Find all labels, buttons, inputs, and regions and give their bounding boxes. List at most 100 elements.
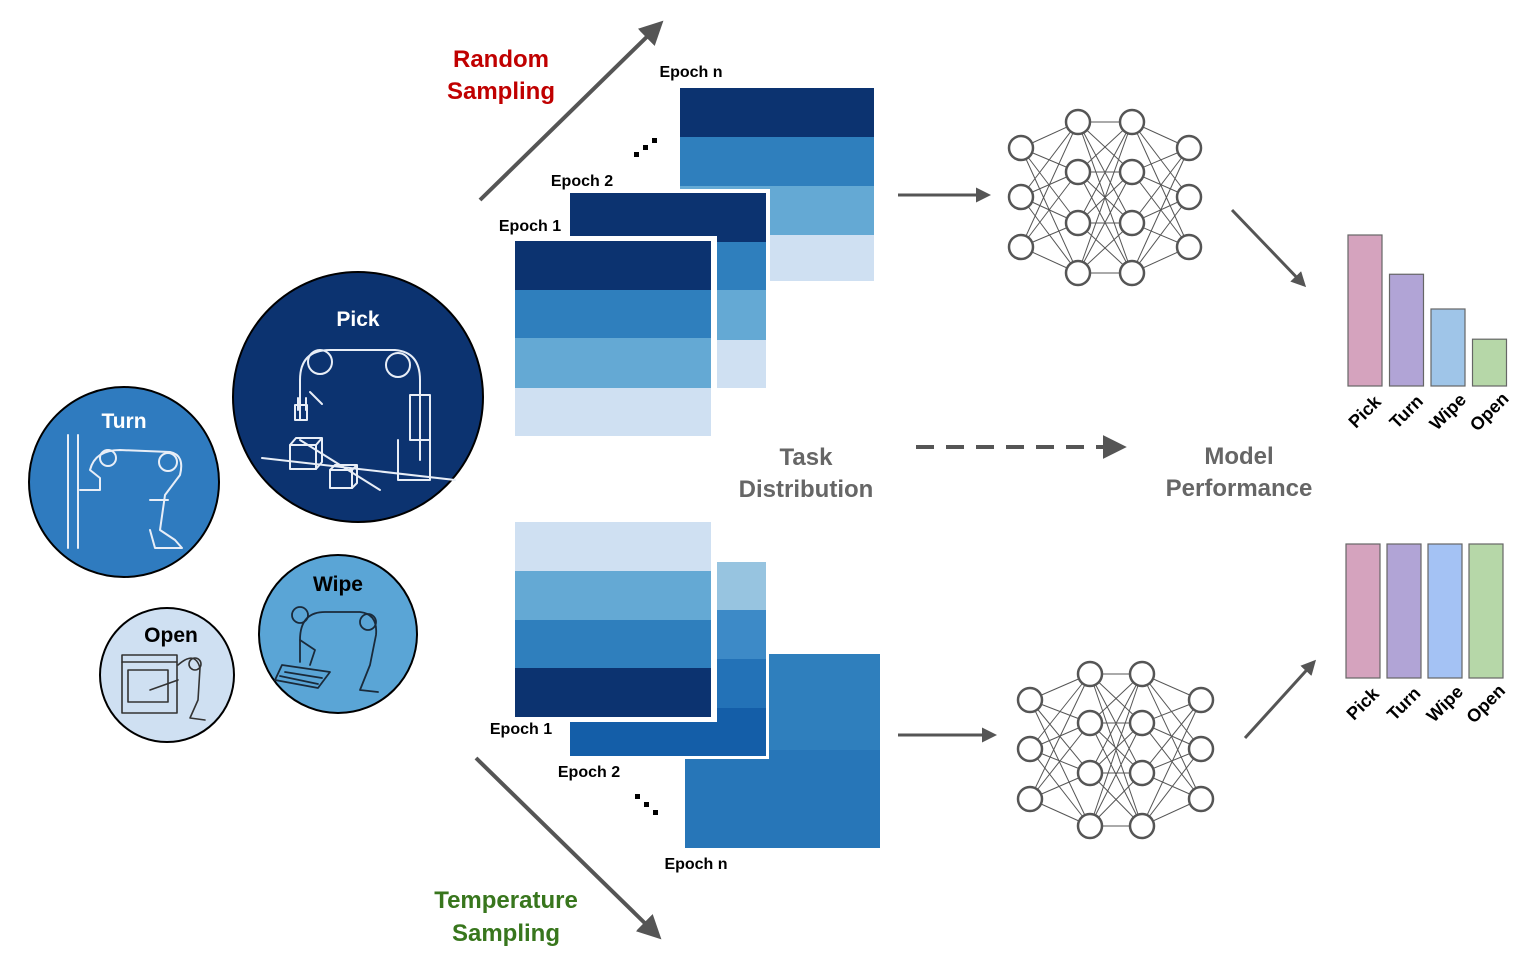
nn-node xyxy=(1175,233,1203,261)
random-epoch-1-label: Epoch 1 xyxy=(499,218,561,235)
bar-wipe xyxy=(1430,308,1466,387)
nn-node xyxy=(1007,233,1035,261)
temperature-epoch-n-label: Epoch n xyxy=(664,856,727,873)
task-label-pick: Pick xyxy=(336,308,380,331)
nn-node xyxy=(1016,686,1044,714)
bar-open xyxy=(1468,543,1504,679)
nn-edge xyxy=(1141,699,1202,827)
task-distribution-label-line1: Task xyxy=(780,444,834,471)
nn-node xyxy=(1128,660,1156,688)
nn-node xyxy=(1118,158,1146,186)
nn-node xyxy=(1076,812,1104,840)
temperature-epoch-1-label: Epoch 1 xyxy=(490,721,552,738)
nn-edge xyxy=(1141,699,1202,774)
temperature-sampling-label-line2: Sampling xyxy=(452,920,560,947)
bar-turn xyxy=(1388,273,1425,387)
random-epoch-2-label: Epoch 2 xyxy=(551,173,613,190)
nn-edge xyxy=(1089,673,1143,827)
nn-node xyxy=(1007,134,1035,162)
task-circle-turn: Turn xyxy=(28,386,220,578)
nn-node xyxy=(1064,158,1092,186)
temperature-epoch-stacks: Epoch 1 Epoch 2 Epoch n xyxy=(490,518,883,873)
nn-node xyxy=(1064,259,1092,287)
nn-edge xyxy=(1077,171,1133,274)
temperature-sampling-arrow xyxy=(474,756,662,940)
model-performance-label-line2: Performance xyxy=(1166,475,1313,502)
ellipsis-dots xyxy=(634,138,657,157)
tick-label-open: Open xyxy=(1466,388,1513,435)
nn-node xyxy=(1076,709,1104,737)
bar-turn xyxy=(1386,543,1422,679)
neural-network-icon-top xyxy=(1007,108,1203,287)
nn-edge xyxy=(1131,147,1190,224)
tick-label-open: Open xyxy=(1462,680,1509,727)
nn-node xyxy=(1007,183,1035,211)
task-circle-open: Open xyxy=(99,607,235,743)
task-circle-wipe: Wipe xyxy=(258,554,418,714)
nn-node xyxy=(1187,785,1215,813)
to-chart-arrow-bottom xyxy=(1243,659,1317,740)
task-distribution-label-line2: Distribution xyxy=(739,476,874,503)
nn-node xyxy=(1187,735,1215,763)
nn-edge xyxy=(1029,748,1091,827)
nn-edge xyxy=(1020,121,1079,248)
task-circle-pick: Pick xyxy=(232,271,484,523)
tick-label-pick: Pick xyxy=(1343,683,1384,724)
tick-label-wipe: Wipe xyxy=(1423,682,1467,726)
nn-edge xyxy=(1029,673,1091,800)
to-chart-arrow-top xyxy=(1230,208,1307,288)
nn-node xyxy=(1064,209,1092,237)
nn-edge xyxy=(1077,121,1133,224)
nn-edge xyxy=(1141,748,1202,827)
tick-label-wipe: Wipe xyxy=(1426,390,1470,434)
nn-edge xyxy=(1020,171,1079,248)
task-label-turn: Turn xyxy=(101,410,146,433)
nn-edge xyxy=(1077,121,1133,274)
tick-label-turn: Turn xyxy=(1383,683,1424,724)
random-epoch-stacks: Epoch n Epoch 2 Epoch 1 xyxy=(499,64,874,440)
tick-label-turn: Turn xyxy=(1386,391,1427,432)
nn-node xyxy=(1076,660,1104,688)
nn-edge xyxy=(1029,699,1091,827)
nn-node xyxy=(1175,134,1203,162)
nn-node xyxy=(1076,759,1104,787)
random-sampling-label-line1: Random xyxy=(453,46,549,73)
neural-network-icon-bottom xyxy=(1016,660,1215,840)
nn-node xyxy=(1187,686,1215,714)
nn-edge xyxy=(1020,121,1079,198)
random-epoch-1-card xyxy=(511,236,717,440)
bar-wipe xyxy=(1427,543,1463,679)
bar-pick xyxy=(1345,543,1381,679)
task-label-wipe: Wipe xyxy=(313,573,363,596)
temperature-epoch-2-label: Epoch 2 xyxy=(558,764,620,781)
nn-node xyxy=(1016,735,1044,763)
bar-open xyxy=(1471,338,1508,387)
oven-robot-icon xyxy=(121,654,206,721)
nn-edge xyxy=(1131,147,1190,274)
nn-node xyxy=(1175,183,1203,211)
nn-edge xyxy=(1029,722,1091,800)
nn-node xyxy=(1118,209,1146,237)
sampling-arrows xyxy=(474,20,664,940)
temperature-epoch-1-card xyxy=(511,518,717,722)
nn-node xyxy=(1128,709,1156,737)
nn-node xyxy=(1016,785,1044,813)
nn-edge xyxy=(1089,673,1143,774)
nn-node xyxy=(1128,759,1156,787)
nn-node xyxy=(1118,259,1146,287)
tick-label-pick: Pick xyxy=(1345,391,1386,432)
random-sampling-arrow xyxy=(478,20,664,202)
nn-node xyxy=(1118,108,1146,136)
nn-edge xyxy=(1029,673,1091,750)
nn-edge xyxy=(1131,196,1190,274)
nn-edge xyxy=(1089,722,1143,827)
task-circles: Pick Turn xyxy=(28,271,484,743)
ellipsis-dots xyxy=(635,794,658,815)
robot-arm-icon xyxy=(67,434,183,549)
bar-pick xyxy=(1347,234,1383,387)
robot-arm-icon xyxy=(274,606,379,693)
random-sampling-label-line2: Sampling xyxy=(447,78,555,105)
